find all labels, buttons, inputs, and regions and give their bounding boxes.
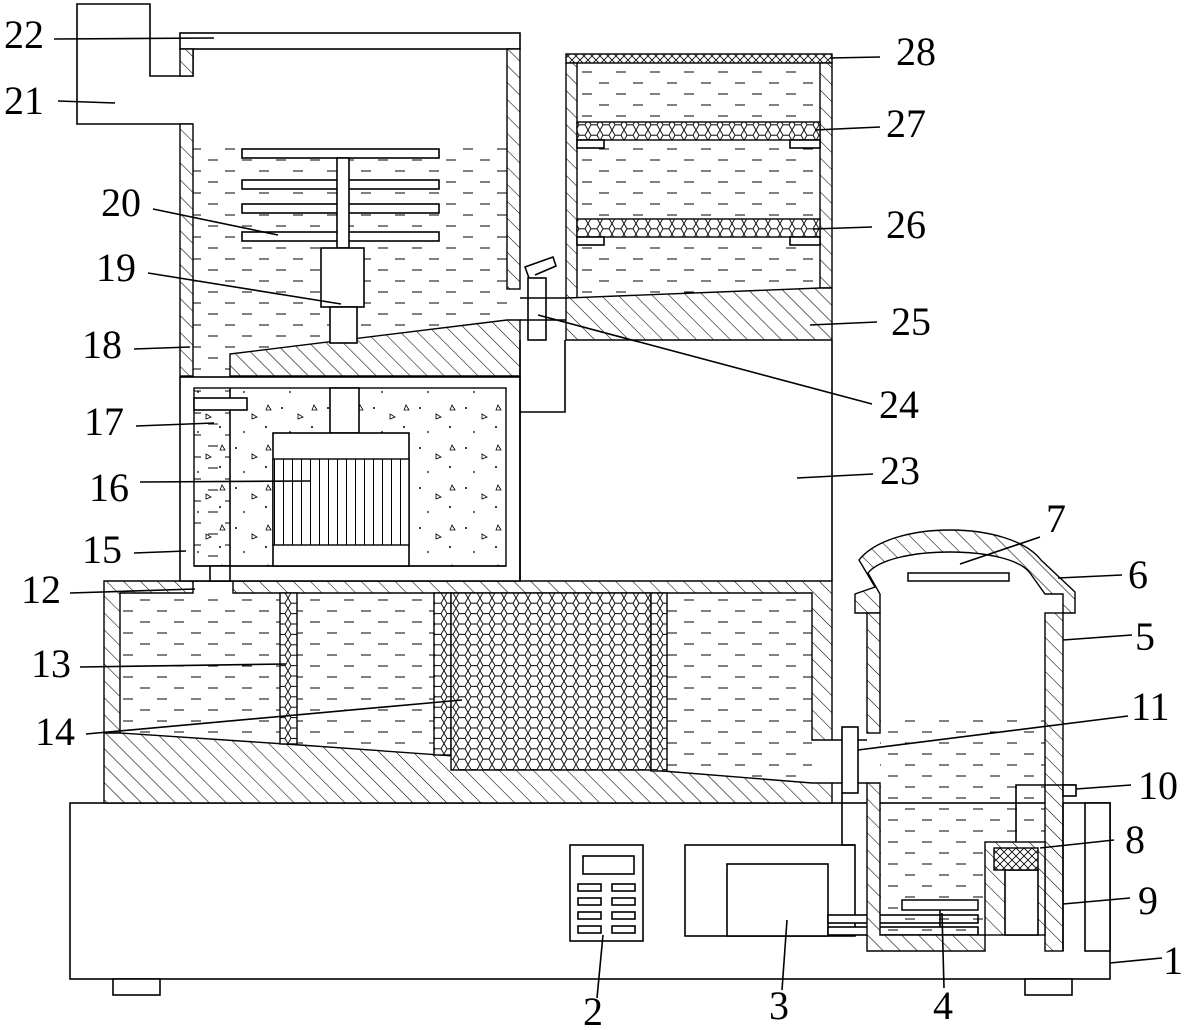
label-10: 10 — [1138, 763, 1178, 808]
control-panel — [569, 844, 644, 942]
label-2: 2 — [583, 989, 603, 1030]
upper-mixing-tank — [76, 3, 521, 377]
label-17: 17 — [84, 399, 124, 444]
label-26: 26 — [886, 202, 926, 247]
label-7: 7 — [1046, 496, 1066, 541]
side-tank — [841, 529, 1076, 952]
label-18: 18 — [82, 322, 122, 367]
label-13: 13 — [31, 641, 71, 686]
label-12: 12 — [21, 567, 61, 612]
label-24: 24 — [879, 382, 919, 427]
motor-filter-box — [179, 376, 521, 582]
leader-lines — [53, 37, 1163, 999]
label-5: 5 — [1135, 614, 1155, 659]
label-6: 6 — [1128, 552, 1148, 597]
lower-filter-tank — [103, 580, 842, 804]
label-27: 27 — [886, 101, 926, 146]
right-filter-tank — [519, 53, 833, 581]
label-23: 23 — [880, 448, 920, 493]
valve-pipe — [520, 255, 566, 413]
label-14: 14 — [35, 709, 75, 754]
label-28: 28 — [896, 29, 936, 74]
label-22: 22 — [4, 12, 44, 57]
label-19: 19 — [96, 245, 136, 290]
label-16: 16 — [89, 465, 129, 510]
label-9: 9 — [1138, 878, 1158, 923]
label-4: 4 — [933, 983, 953, 1028]
label-11: 11 — [1131, 684, 1170, 729]
label-21: 21 — [4, 78, 44, 123]
label-1: 1 — [1163, 938, 1183, 983]
label-20: 20 — [101, 180, 141, 225]
reference-numerals: 1 2 3 4 5 6 7 8 9 10 11 12 13 14 15 16 1… — [4, 12, 1183, 1030]
label-25: 25 — [891, 299, 931, 344]
label-15: 15 — [82, 527, 122, 572]
label-3: 3 — [769, 983, 789, 1028]
side-sensor-unit — [984, 784, 1111, 952]
label-8: 8 — [1125, 817, 1145, 862]
pump-housing — [684, 844, 979, 937]
